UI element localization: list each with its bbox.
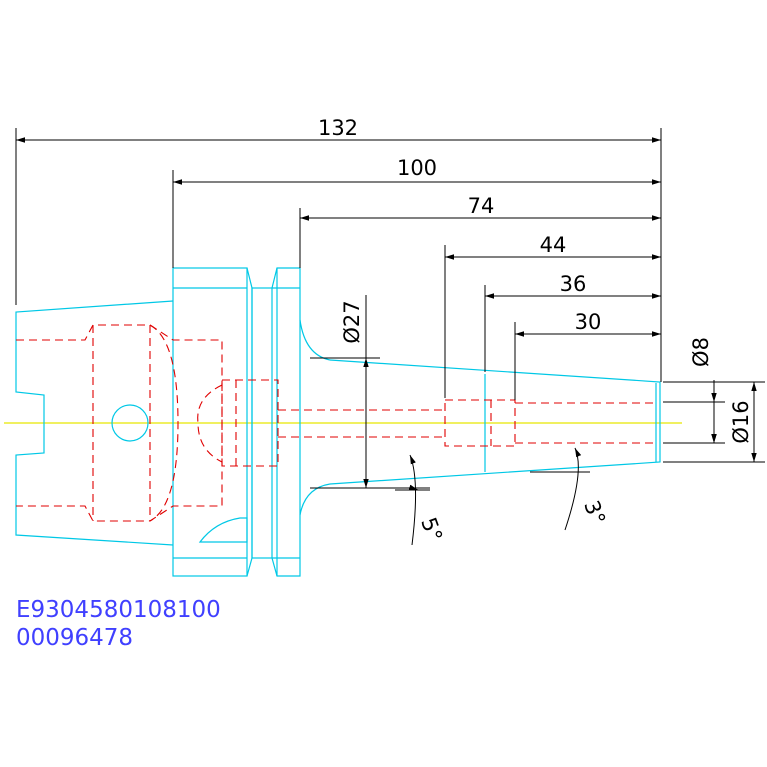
dim-100: 100	[397, 156, 437, 180]
dim-44: 44	[540, 233, 567, 257]
dim-132: 132	[318, 116, 358, 140]
hidden-lines	[16, 324, 656, 522]
dim-angle-3: 3°	[579, 497, 610, 528]
dim-dia-27: Ø27	[340, 300, 364, 343]
dim-angle-5: 5°	[416, 514, 447, 545]
code-block: E9304580108100 00096478	[16, 596, 221, 652]
dim-36: 36	[560, 272, 587, 296]
dim-30: 30	[575, 310, 602, 334]
part-outline	[15, 267, 661, 577]
dim-74: 74	[468, 194, 495, 218]
part-number: E9304580108100	[16, 597, 221, 623]
dim-dia-16: Ø16	[729, 400, 753, 443]
dim-dia-8: Ø8	[689, 337, 713, 367]
serial-number: 00096478	[16, 625, 134, 651]
dimension-lines	[15, 128, 765, 546]
